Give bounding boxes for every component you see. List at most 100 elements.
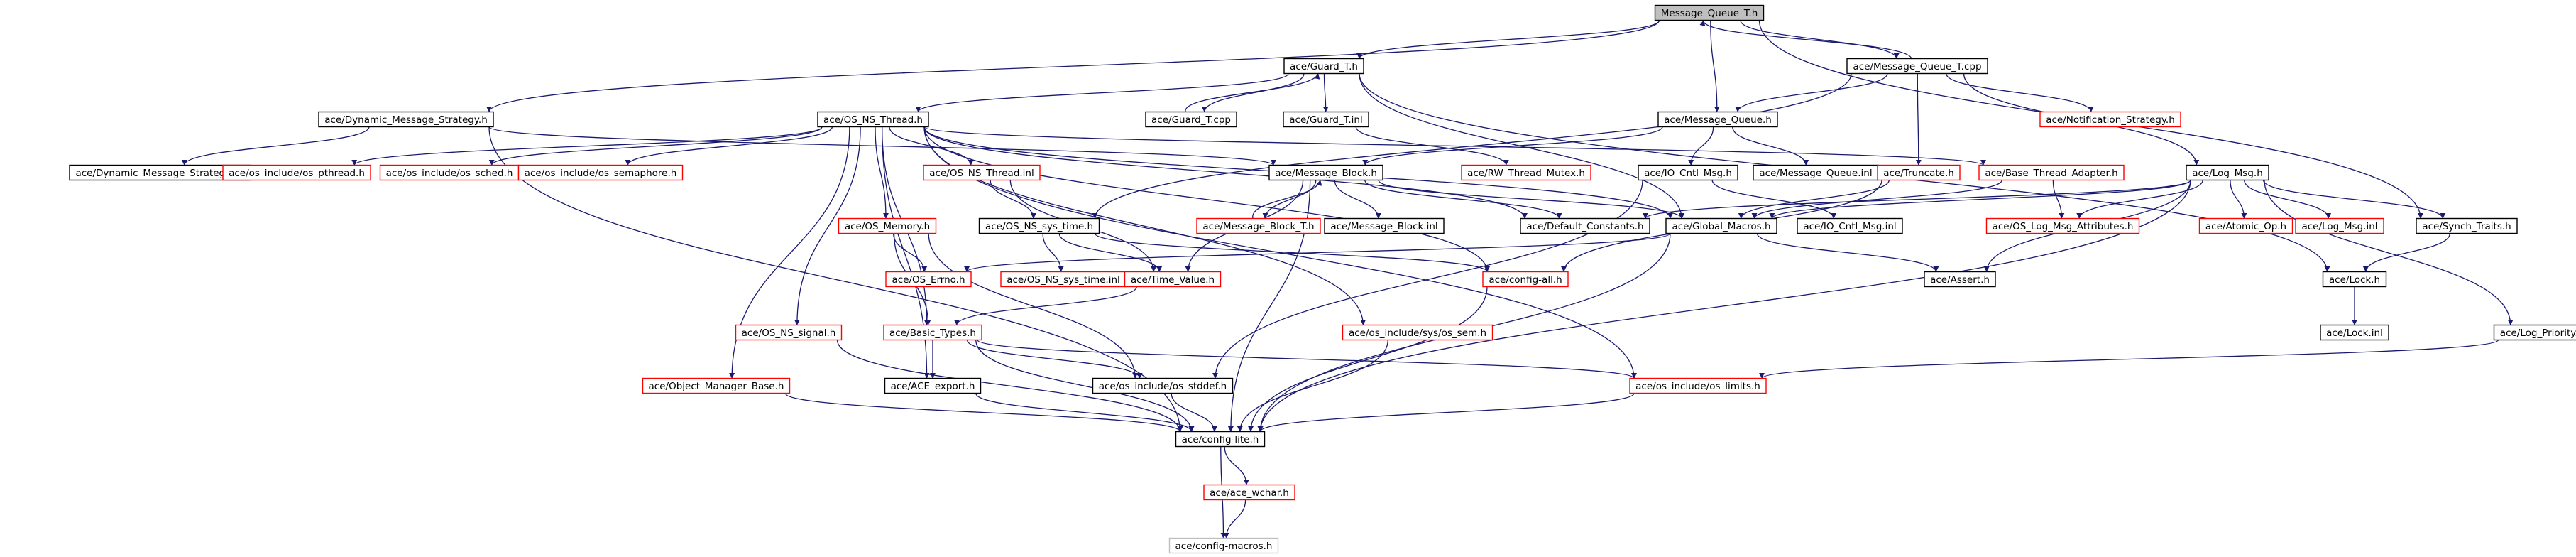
graph-node-errno[interactable]: ace/OS_Errno.h (885, 271, 972, 288)
graph-node-assert[interactable]: ace/Assert.h (1924, 271, 1996, 288)
graph-edge (964, 232, 1671, 273)
graph-edge (975, 393, 1195, 432)
edge-layer (181, 20, 2514, 539)
graph-node-sched[interactable]: ace/os_include/os_sched.h (379, 164, 520, 181)
graph-node-nstime-h[interactable]: ace/OS_NS_sys_time.h (978, 217, 1100, 234)
graph-node-omb[interactable]: ace/Object_Manager_Base.h (642, 377, 791, 394)
graph-node-mem[interactable]: ace/OS_Memory.h (838, 217, 937, 234)
node-box (222, 164, 371, 181)
node-label: ace/OS_NS_Thread.inl (929, 168, 1034, 179)
node-label: ace/Atomic_Op.h (2205, 221, 2286, 232)
graph-node-notif[interactable]: ace/Notification_Strategy.h (2039, 111, 2181, 128)
graph-node-defconst[interactable]: ace/Default_Constants.h (1520, 217, 1650, 234)
graph-node-rwmutex[interactable]: ace/RW_Thread_Mutex.h (1461, 164, 1591, 181)
graph-node-mb-inl[interactable]: ace/Message_Block.inl (1324, 217, 1445, 234)
graph-node-dms-inl[interactable]: ace/Dynamic_Message_Strategy.inl (69, 164, 251, 181)
graph-node-globmac[interactable]: ace/Global_Macros.h (1665, 217, 1777, 234)
edge-dms-h-to-cfglite (488, 126, 1183, 432)
graph-edge (836, 340, 1183, 432)
graph-node-synch[interactable]: ace/Synch_Traits.h (2416, 217, 2518, 234)
edge-stddef-to-cfglite (1171, 393, 1217, 432)
graph-node-guard-t-h[interactable]: ace/Guard_T.h (1283, 58, 1364, 75)
graph-node-mq-inl[interactable]: ace/Message_Queue.inl (1753, 164, 1879, 181)
edge-nsthr-h-to-bta (923, 126, 1986, 166)
node-label: ace/ace_wchar.h (1210, 487, 1289, 499)
graph-edge (1759, 339, 2499, 379)
node-box (1482, 271, 1569, 288)
node-label: ace/Message_Block.inl (1330, 221, 1437, 232)
node-label: ace/OS_NS_Thread.h (823, 114, 923, 126)
node-box (2198, 217, 2293, 234)
graph-node-nssignal[interactable]: ace/OS_NS_signal.h (735, 324, 843, 341)
graph-node-bta[interactable]: ace/Base_Thread_Adapter.h (1978, 164, 2125, 181)
node-label: ace/os_include/os_semaphore.h (525, 168, 677, 179)
graph-edge (1248, 286, 1488, 432)
edge-synch-to-lock-h (2362, 233, 2450, 272)
graph-node-guard-cpp[interactable]: ace/Guard_T.cpp (1145, 111, 1237, 128)
graph-node-cfglite[interactable]: ace/config-lite.h (1175, 431, 1266, 448)
node-box (1985, 217, 2140, 234)
graph-node-logprio[interactable]: ace/Log_Priority.h (2493, 324, 2576, 341)
node-label: ace/OS_Memory.h (845, 221, 930, 232)
graph-edge (1257, 180, 2191, 432)
edge-mqt-cpp-to-notif (1946, 73, 2094, 112)
graph-node-nsthr-h[interactable]: ace/OS_NS_Thread.h (817, 111, 929, 128)
edge-nsthr-h-to-sema (625, 126, 833, 166)
node-label: ace/Guard_T.cpp (1151, 114, 1231, 126)
graph-node-iocntl-h[interactable]: ace/IO_Cntl_Msg.h (1638, 164, 1738, 181)
graph-edge (729, 126, 850, 379)
edge-bta-to-logattr (2052, 180, 2065, 219)
edge-mqt-h-to-dms-h (486, 20, 1660, 112)
graph-node-lock-h[interactable]: ace/Lock.h (2322, 271, 2387, 288)
edge-nstime-h-to-nstime-inl (1042, 233, 1064, 272)
graph-node-wchar[interactable]: ace/ace_wchar.h (1203, 484, 1295, 501)
graph-node-pthread[interactable]: ace/os_include/os_pthread.h (222, 164, 371, 181)
graph-node-basic[interactable]: ace/Basic_Types.h (883, 324, 982, 341)
graph-edge (1751, 180, 2002, 219)
graph-node-sema[interactable]: ace/os_include/os_semaphore.h (517, 164, 684, 181)
edge-basic-to-cfglite (975, 340, 1195, 432)
edge-basic-to-limits (977, 339, 1637, 379)
graph-node-export[interactable]: ace/ACE_export.h (884, 377, 982, 394)
graph-node-limits[interactable]: ace/os_include/os_limits.h (1629, 377, 1767, 394)
graph-node-cfgmac[interactable]: ace/config-macros.h (1168, 537, 1279, 554)
graph-node-mq-h[interactable]: ace/Message_Queue.h (1657, 111, 1778, 128)
graph-node-cfgall[interactable]: ace/config-all.h (1482, 271, 1569, 288)
node-label: ace/os_include/os_sched.h (386, 168, 513, 179)
graph-edge (1756, 233, 1939, 272)
graph-node-nstime-inl[interactable]: ace/OS_NS_sys_time.inl (1000, 271, 1127, 288)
graph-node-logmsg-inl[interactable]: ace/Log_Msg.inl (2295, 217, 2384, 234)
node-label: ace/Assert.h (1930, 274, 1990, 286)
graph-node-mqt-h[interactable]: Message_Queue_T.h (1654, 4, 1765, 21)
graph-edge (1769, 179, 2191, 220)
node-box (1203, 484, 1295, 501)
graph-edge (966, 340, 1143, 379)
edge-export-to-cfglite (975, 393, 1195, 432)
graph-node-logattr[interactable]: ace/OS_Log_Msg_Attributes.h (1985, 217, 2140, 234)
graph-node-mb-h[interactable]: ace/Message_Block.h (1268, 164, 1383, 181)
node-label: ace/IO_Cntl_Msg.h (1644, 168, 1732, 179)
graph-node-logmsg[interactable]: ace/Log_Msg.h (2186, 164, 2269, 181)
graph-node-nsthr-inl[interactable]: ace/OS_NS_Thread.inl (923, 164, 1041, 181)
graph-edge (2076, 180, 2203, 219)
graph-node-ossem[interactable]: ace/os_include/sys/os_sem.h (1342, 324, 1493, 341)
edge-mb-h-to-cfglite (1227, 180, 1311, 432)
graph-node-atomic[interactable]: ace/Atomic_Op.h (2198, 217, 2293, 234)
node-label: ace/Log_Msg.inl (2301, 221, 2377, 232)
graph-node-mbt-h[interactable]: ace/Message_Block_T.h (1196, 217, 1321, 234)
edge-dms-h-to-mb-h (488, 126, 1276, 166)
graph-node-dms-h[interactable]: ace/Dynamic_Message_Strategy.h (318, 111, 494, 128)
graph-node-iocntl-inl[interactable]: ace/IO_Cntl_Msg.inl (1797, 217, 1903, 234)
node-label: ace/Notification_Strategy.h (2046, 114, 2175, 126)
edge-mqt-cpp-to-mqt-h (1699, 20, 1912, 59)
graph-node-timeval[interactable]: ace/Time_Value.h (1124, 271, 1222, 288)
edge-basic-to-stddef (966, 340, 1143, 379)
graph-node-truncate[interactable]: ace/Truncate.h (1877, 164, 1961, 181)
node-label: ace/OS_Errno.h (892, 274, 965, 286)
graph-node-stddef[interactable]: ace/os_include/os_stddef.h (1092, 377, 1234, 394)
graph-node-lock-inl[interactable]: ace/Lock.inl (2320, 324, 2389, 341)
node-box (2322, 271, 2387, 288)
node-label: ace/Message_Queue.h (1664, 114, 1772, 126)
graph-node-mqt-cpp[interactable]: ace/Message_Queue_T.cpp (1846, 58, 1988, 75)
graph-node-guard-inl[interactable]: ace/Guard_T.inl (1283, 111, 1369, 128)
